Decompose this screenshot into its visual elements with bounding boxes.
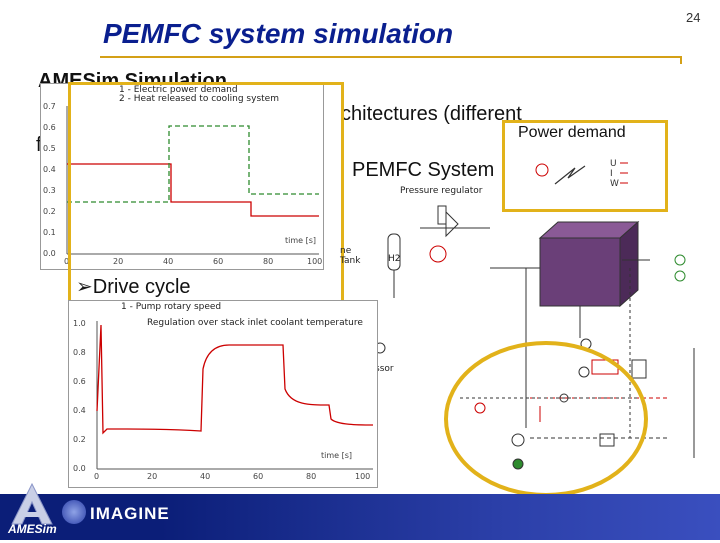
- amesim-logo-text: AMESim: [8, 522, 57, 536]
- highlight-circle-cooling: [444, 341, 648, 497]
- legend-item-2: Regulation over stack inlet coolant temp…: [147, 318, 363, 328]
- y-tick: 0.4: [73, 406, 86, 415]
- svg-text:W: W: [610, 179, 619, 189]
- imagine-brand: IMAGINE: [90, 504, 170, 523]
- bullet-drive-cycle: ➢Drive cycle: [76, 274, 191, 299]
- imagine-logo-icon: [62, 500, 86, 524]
- y-tick: 0.2: [73, 435, 86, 444]
- plot-top-svg: [66, 106, 319, 255]
- tank-label-suffix: ne: [340, 246, 352, 256]
- y-tick: 0.8: [73, 348, 86, 357]
- highlight-frame-power-demand: [502, 120, 668, 212]
- bullet-fragment: f: [36, 134, 42, 156]
- plot-bottom-svg: [96, 321, 374, 470]
- legend-item-1: 1 - Electric power demand: [119, 85, 238, 95]
- y-tick: 0.0: [43, 249, 56, 258]
- highlight-frame-top-plot: [68, 82, 344, 304]
- compressor-label: ressor: [366, 364, 394, 374]
- x-tick: 40: [163, 257, 174, 266]
- x-tick: 0: [64, 257, 70, 266]
- footer-gradient: [160, 494, 720, 540]
- svg-text:I: I: [610, 169, 613, 179]
- y-tick: 0.2: [43, 207, 56, 216]
- system-schematic: U I W Pressure regulator ne: [340, 148, 700, 468]
- plot-pump-speed: 1 - Pump rotary speed Regulation over st…: [68, 300, 378, 488]
- legend-item-2: 2 - Heat released to cooling system: [119, 94, 279, 104]
- svg-text:U: U: [610, 159, 617, 169]
- bullet-architectures: chitectures (different: [341, 103, 522, 125]
- x-axis-label: time [s]: [285, 236, 317, 245]
- x-axis-label: time [s]: [321, 451, 353, 460]
- drive-cycle-label: Drive cycle: [92, 276, 191, 298]
- x-tick: 40: [200, 472, 211, 481]
- y-tick: 0.5: [43, 144, 56, 153]
- slide-title: PEMFC system simulation: [103, 18, 454, 49]
- y-tick: 0.4: [43, 165, 56, 174]
- series-1-line: [96, 324, 374, 435]
- legend-item-1: 1 - Pump rotary speed: [121, 302, 222, 312]
- x-tick: 80: [263, 257, 274, 266]
- y-tick: 0.6: [43, 123, 56, 132]
- x-tick: 100: [355, 472, 371, 481]
- y-tick: 1.0: [73, 319, 86, 328]
- bullet-pemfc-system: PEMFC System: [352, 159, 495, 181]
- plot-power-heat: 1 - Electric power demand 2 - Heat relea…: [40, 83, 324, 270]
- amesim-logo-icon: [11, 482, 53, 525]
- x-tick: 20: [113, 257, 124, 266]
- pressure-regulator-label: Pressure regulator: [400, 186, 483, 196]
- bullet-arrow-icon: ➢: [76, 276, 93, 298]
- x-tick: 80: [306, 472, 317, 481]
- tank-label: Tank: [340, 256, 361, 266]
- x-tick: 60: [253, 472, 264, 481]
- x-tick: 100: [307, 257, 323, 266]
- amesim-logo: AMESim: [6, 482, 58, 538]
- y-tick: 0.0: [73, 464, 86, 473]
- y-tick: 0.7: [43, 102, 56, 111]
- x-tick: 60: [213, 257, 224, 266]
- h2-label: H2: [388, 254, 401, 264]
- page-number: 24: [686, 10, 701, 25]
- x-tick: 20: [147, 472, 158, 481]
- power-demand-label: Power demand: [518, 124, 626, 141]
- schematic-svg: U I W: [374, 159, 695, 458]
- y-tick: 0.3: [43, 186, 56, 195]
- y-tick: 0.1: [43, 228, 56, 237]
- series-1-line: [67, 163, 319, 217]
- y-tick: 0.6: [73, 377, 86, 386]
- x-tick: 0: [94, 472, 100, 481]
- title-rule: [100, 56, 682, 64]
- series-2-line: [67, 125, 319, 203]
